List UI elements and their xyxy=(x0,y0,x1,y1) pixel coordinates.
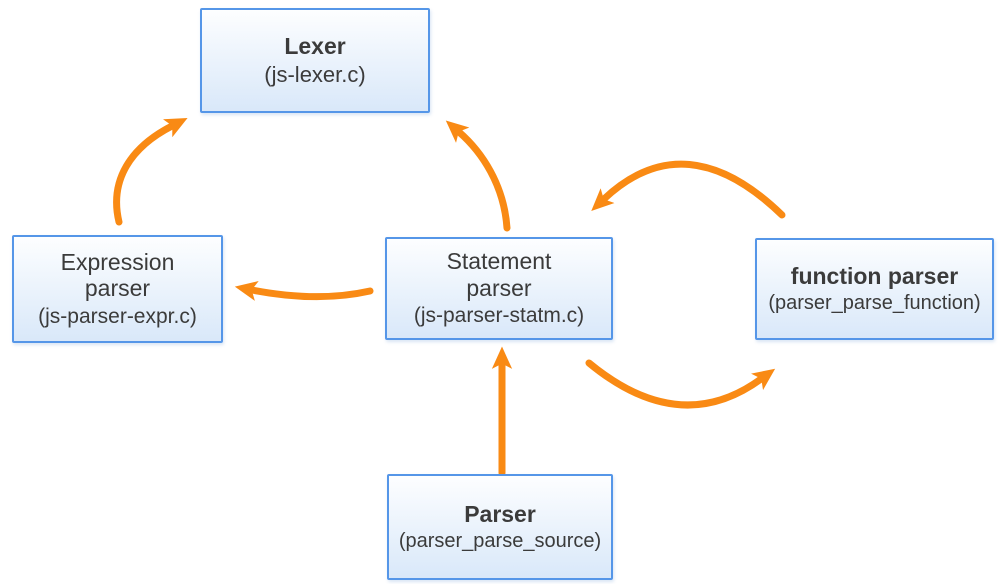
node-expression-parser: Expression parser (js-parser-expr.c) xyxy=(12,235,223,343)
node-lexer: Lexer (js-lexer.c) xyxy=(200,8,430,113)
node-function-parser: function parser (parser_parse_function) xyxy=(755,238,994,340)
node-lexer-title: Lexer xyxy=(284,33,346,60)
arrow-statement-parser-to-lexer xyxy=(445,120,511,232)
node-function-parser-title: function parser xyxy=(790,262,959,289)
node-lexer-subtitle: (js-lexer.c) xyxy=(264,61,366,87)
node-expression-parser-title: Expression parser xyxy=(60,248,175,302)
arrow-expression-parser-to-lexer xyxy=(113,118,188,226)
node-function-parser-subtitle: (parser_parse_function) xyxy=(768,292,981,315)
node-expression-parser-subtitle: (js-parser-expr.c) xyxy=(38,304,197,328)
node-parser-subtitle: (parser_parse_source) xyxy=(398,530,602,553)
arrow-function-parser-to-statement-parser xyxy=(591,160,786,219)
node-parser-title: Parser xyxy=(464,500,536,527)
node-statement-parser-subtitle: (js-parser-statm.c) xyxy=(413,304,585,328)
arrow-statement-parser-to-function-parser xyxy=(585,359,776,409)
arrow-statement-parser-to-expression-parser xyxy=(234,280,374,301)
node-parser: Parser (parser_parse_source) xyxy=(387,474,613,580)
node-statement-parser: Statement parser (js-parser-statm.c) xyxy=(385,237,613,340)
node-statement-parser-title: Statement parser xyxy=(446,248,552,301)
